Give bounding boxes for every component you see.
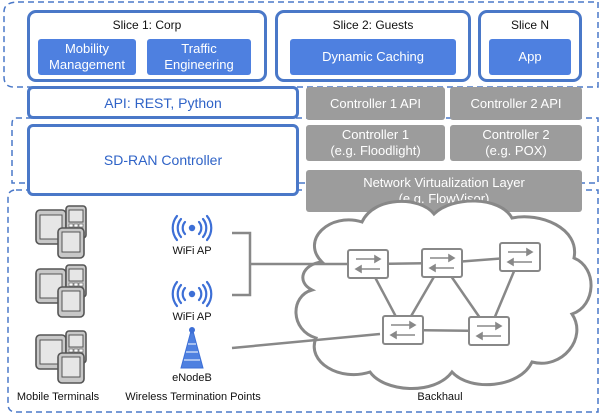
- wifi-ap-1-icon: [171, 214, 213, 242]
- slice-corp-title: Slice 1: Corp: [112, 18, 182, 32]
- wifi-ap-1-label: WiFi AP: [172, 245, 212, 257]
- backhaul-label: Backhaul: [417, 391, 463, 403]
- slice-n-title: Slice N: [510, 18, 549, 32]
- controller-1-api: Controller 1 API: [306, 87, 445, 120]
- enodeb-label: eNodeB: [172, 372, 212, 384]
- api-box[interactable]: API: REST, Python: [27, 86, 299, 119]
- generic-app[interactable]: App: [489, 39, 571, 75]
- controller-2-api: Controller 2 API: [450, 87, 582, 120]
- slice-corp: Slice 1: Corp Mobility Management Traffi…: [27, 10, 267, 82]
- controller-2: Controller 2 (e.g. POX): [450, 125, 582, 161]
- network-virtualization-layer: Network Virtualization Layer (e.g. FlowV…: [306, 170, 582, 212]
- traffic-engineering-app[interactable]: Traffic Engineering: [147, 39, 251, 75]
- wifi-ap-2-icon: [171, 280, 213, 308]
- sd-ran-controller[interactable]: SD-RAN Controller: [27, 124, 299, 196]
- wireless-termination-points-label: Wireless Termination Points: [125, 391, 261, 403]
- slice-n: Slice N App: [478, 10, 582, 82]
- slice-guests: Slice 2: Guests Dynamic Caching: [275, 10, 471, 82]
- mobile-terminals-label: Mobile Terminals: [16, 391, 100, 403]
- wifi-ap-2-label: WiFi AP: [172, 311, 212, 323]
- controller-1: Controller 1 (e.g. Floodlight): [306, 125, 445, 161]
- dynamic-caching-app[interactable]: Dynamic Caching: [290, 39, 456, 75]
- slice-guests-title: Slice 2: Guests: [332, 18, 414, 32]
- mobility-management-app[interactable]: Mobility Management: [38, 39, 136, 75]
- enodeb-tower-icon: [180, 327, 204, 369]
